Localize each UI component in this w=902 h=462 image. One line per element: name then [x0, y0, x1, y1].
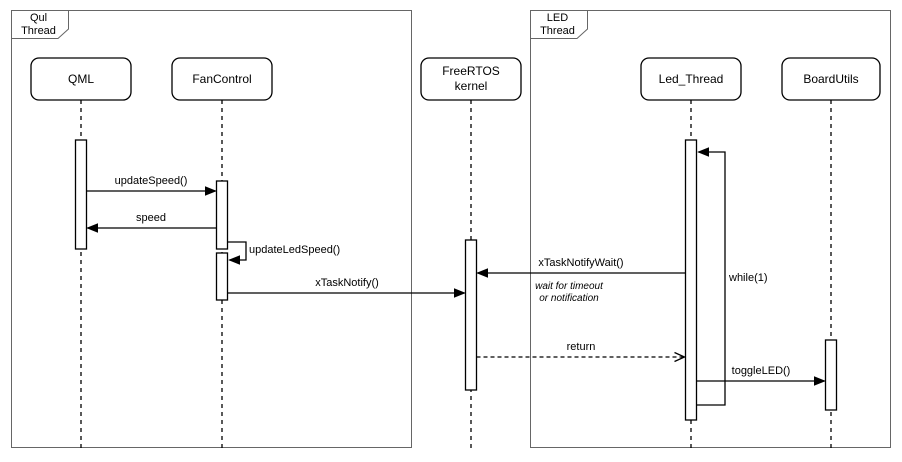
lifeline-head-boardutils: [781, 57, 881, 101]
activation-freertos-kernel: [464, 239, 478, 391]
frame-led-thread-label-line2: Thread: [540, 25, 575, 37]
lifeline-label-fancontrol-text: FanControl: [192, 71, 252, 86]
message-note-line2: or notification: [539, 293, 599, 304]
lifeline-label-freertos-kernel: FreeRTOS kernel: [421, 58, 521, 100]
activation-fancontrol-1: [215, 180, 229, 250]
lifeline-label-fancontrol: FanControl: [172, 58, 272, 100]
frame-qul-thread-label: Qul Thread: [11, 12, 66, 38]
frame-led-thread: [530, 10, 891, 448]
message-label-return: return: [566, 341, 596, 353]
message-label-toggle-led: toggleLED(): [731, 365, 791, 377]
lifeline-label-qml-text: QML: [67, 71, 94, 86]
message-arrow-while-loop-self: [696, 147, 726, 406]
message-label-update-led-speed: updateLedSpeed(): [249, 244, 341, 256]
frame-led-thread-label-line1: LED: [546, 12, 569, 24]
lifeline-label-qml: QML: [31, 58, 131, 100]
frame-qul-thread-tab: [11, 10, 69, 39]
message-label-while-loop: while(1): [729, 272, 768, 284]
lifeline-label-led-thread: Led_Thread: [641, 58, 741, 100]
activation-qml: [74, 139, 88, 250]
lifeline-label-led-thread-text: Led_Thread: [658, 71, 724, 86]
lifeline-head-fancontrol: [171, 57, 273, 101]
activation-fancontrol-2: [215, 252, 229, 301]
frame-led-thread-label: LED Thread: [530, 12, 585, 38]
lifeline-label-boardutils: BoardUtils: [782, 58, 880, 100]
frame-qul-thread: [11, 10, 412, 448]
lifeline-head-freertos-kernel: [420, 57, 522, 101]
lifeline-head-qml: [30, 57, 132, 101]
message-label-x-task-notify: xTaskNotify(): [315, 277, 379, 289]
lifeline-label-boardutils-text: BoardUtils: [803, 71, 859, 86]
message-note-wait-for-timeout: wait for timeout or notification: [509, 281, 629, 305]
frame-led-thread-tab: [530, 10, 588, 39]
message-note-line1: wait for timeout: [535, 281, 603, 292]
activation-boardutils: [824, 339, 838, 411]
message-label-x-task-notify-wait: xTaskNotifyWait(): [538, 257, 624, 269]
lifeline-label-freertos-line2: kernel: [454, 79, 488, 93]
message-arrow-update-led-speed-self: [227, 241, 247, 265]
message-label-update-speed: updateSpeed(): [114, 175, 188, 187]
message-label-speed: speed: [136, 212, 166, 224]
frame-qul-thread-label-line2: Thread: [21, 25, 56, 37]
activation-led-thread: [684, 139, 698, 421]
lifeline-head-led-thread: [640, 57, 742, 101]
lifeline-label-freertos-line1: FreeRTOS: [442, 64, 500, 78]
frame-qul-thread-label-line1: Qul: [29, 12, 48, 24]
